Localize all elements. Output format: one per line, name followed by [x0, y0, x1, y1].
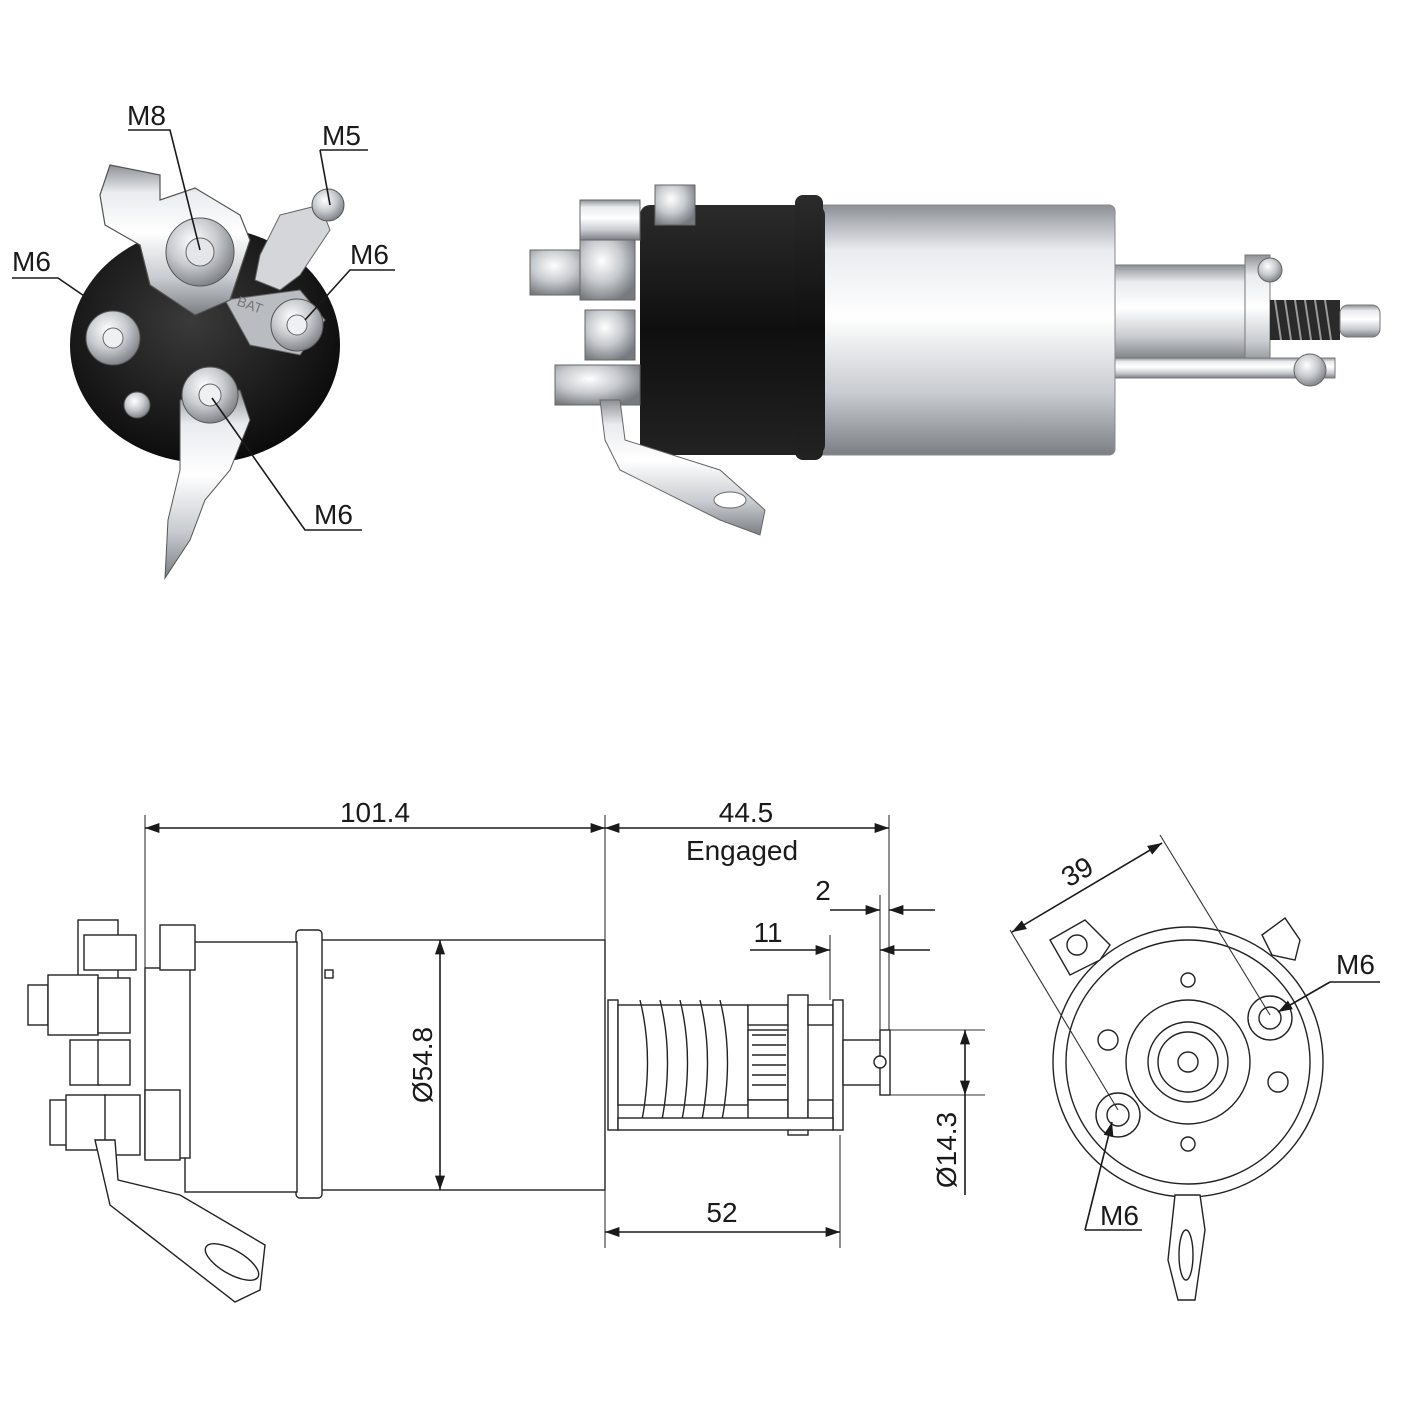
end-m6-bottom — [1095, 1092, 1141, 1138]
dim-plunger-diameter: Ø14.3 — [931, 1112, 962, 1188]
label-m5: M5 — [322, 120, 361, 151]
side-photo — [529, 184, 1381, 536]
drawing-spring — [639, 999, 729, 1131]
plunger-spring — [1270, 299, 1340, 341]
dim-stud-spacing: 39 — [1056, 851, 1098, 893]
plunger-housing — [1109, 264, 1261, 361]
dim-body-diameter: Ø54.8 — [407, 1027, 438, 1103]
side-drawing: 101.4 44.5 Engaged 2 11 Ø54.8 Ø14.3 52 — [27, 797, 985, 1303]
label-end-m6-top: M6 — [1336, 949, 1375, 980]
dim-gap-11: 11 — [753, 917, 782, 948]
dim-gap-2: 2 — [815, 875, 831, 906]
end-body-circle — [1052, 926, 1324, 1198]
bat-terminal-bracket — [579, 199, 641, 241]
label-m6-bottom: M6 — [314, 499, 353, 530]
dim-stroke: 44.5 — [719, 797, 774, 828]
dim-length: 101.4 — [340, 797, 410, 828]
dim-stroke-note: Engaged — [686, 835, 798, 866]
end-m6-top — [1247, 995, 1293, 1041]
plunger-tip — [1339, 304, 1381, 338]
drawing-mount-tab — [94, 1139, 266, 1303]
drawing-body — [319, 939, 606, 1191]
label-m6-left: M6 — [12, 246, 51, 277]
front-photo: BAT M8 M5 M6 M6 M6 — [12, 100, 395, 580]
label-m6-right: M6 — [350, 239, 389, 270]
label-m8: M8 — [127, 100, 166, 131]
dim-plunger-length: 52 — [706, 1197, 737, 1228]
end-drawing: 39 M6 M6 — [1009, 834, 1380, 1301]
ball-terminal — [123, 391, 151, 419]
mount-tab — [164, 389, 251, 580]
solenoid-body — [809, 204, 1116, 456]
label-end-m6-bottom: M6 — [1100, 1200, 1139, 1231]
rear-housing — [640, 205, 825, 455]
m5-stud — [311, 188, 345, 222]
